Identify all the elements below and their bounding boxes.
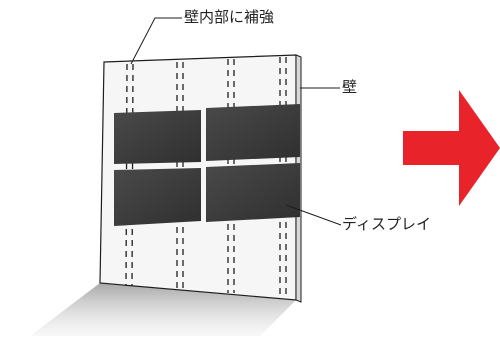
display-panel-bottom-left [114, 168, 201, 226]
display-panel-top-left [114, 110, 201, 164]
display-leader-line [285, 204, 342, 226]
floor-shadow [30, 283, 296, 336]
arrow-right-icon [403, 90, 500, 206]
display-panel-bottom-right [206, 163, 300, 222]
reinforce-leader-line [130, 17, 182, 65]
display-panel-top-right [206, 104, 300, 161]
wall-label: 壁 [342, 78, 358, 96]
reinforcement-label: 壁内部に補強 [184, 8, 275, 26]
display-label: ディスプレイ [342, 215, 431, 233]
display-grid [114, 104, 300, 226]
